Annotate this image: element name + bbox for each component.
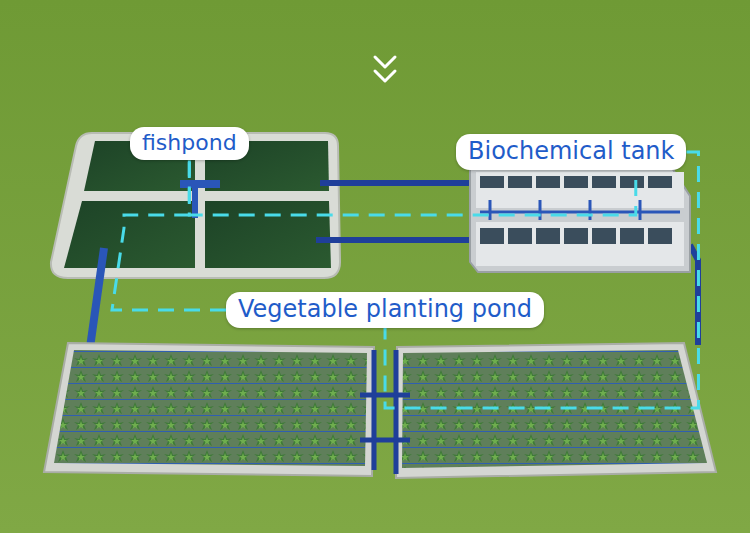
label-text: fishpond: [142, 130, 237, 156]
label-pill: Biochemical tank: [456, 134, 686, 170]
flow-connector: [112, 160, 226, 310]
label-text: Biochemical tank: [468, 137, 674, 166]
biochemical-tank-illustration: [470, 168, 690, 272]
chevron-symbol: [375, 57, 395, 81]
vegetable-pond-illustration: [44, 343, 716, 478]
label-pill: fishpond: [130, 127, 249, 160]
label-pill: Vegetable planting pond: [226, 292, 544, 328]
label-text: Vegetable planting pond: [238, 295, 532, 324]
flow-connector: [385, 152, 698, 408]
